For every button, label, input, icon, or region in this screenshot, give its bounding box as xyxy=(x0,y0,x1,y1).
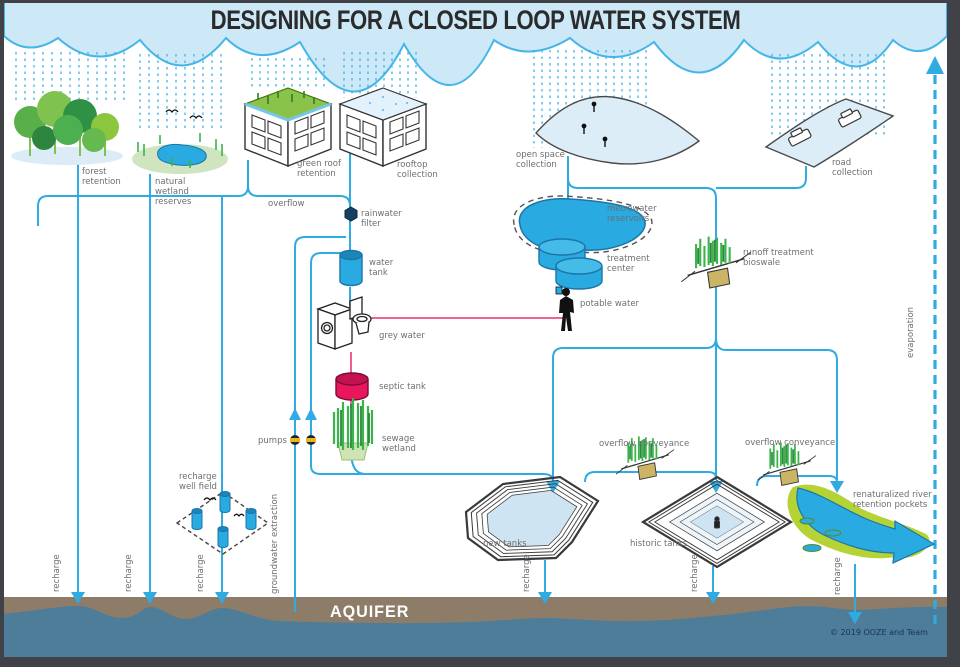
label-recharge-newtanks: recharge xyxy=(522,554,532,592)
green-roof-building xyxy=(243,87,333,168)
bird-icon xyxy=(203,497,217,501)
label-overflow-conveyance-1: overflow conveyance xyxy=(599,439,690,449)
car-icon xyxy=(788,127,812,147)
rooftop-collection-building xyxy=(338,87,428,168)
people-icons xyxy=(581,101,608,147)
water-cup-icon xyxy=(555,286,563,295)
wetland-illustration xyxy=(132,109,228,174)
sewage-wetland-illustration xyxy=(332,398,374,461)
label-evaporation: evaporation xyxy=(906,306,916,358)
label-recharge-river: recharge xyxy=(833,557,843,595)
building-windows xyxy=(251,110,325,156)
label-septic-tank: septic tank xyxy=(379,382,426,392)
clouds-illustration xyxy=(3,1,948,93)
greywater-appliances xyxy=(316,296,372,350)
label-historic-tanks: historic tanks xyxy=(630,539,688,549)
car-icon xyxy=(838,108,862,128)
flow-extraction-to-tank xyxy=(294,236,346,612)
person-in-tank-icon xyxy=(714,516,720,529)
recharge-arrow-icon xyxy=(143,592,157,604)
label-grey-water: grey water xyxy=(379,331,425,341)
label-recharge-wetland: recharge xyxy=(124,554,134,592)
bird-icon xyxy=(189,115,203,120)
label-recharge-wellfield: recharge xyxy=(196,554,206,592)
label-new-tanks: new tanks xyxy=(483,539,527,549)
pump-up-arrow-icon xyxy=(289,408,301,420)
pumps-icons xyxy=(290,435,316,445)
water-tank-illustration xyxy=(339,249,363,287)
label-green-roof-retention: green roof retention xyxy=(297,159,341,180)
potable-water-person xyxy=(555,286,574,331)
label-recharge-historic: recharge xyxy=(690,554,700,592)
label-groundwater-extraction: groundwater extraction xyxy=(270,493,280,594)
aquifer-band xyxy=(4,606,947,657)
label-natural-wetland-reserves: natural wetland reserves xyxy=(155,177,192,208)
label-renaturalized-river: renaturalized river retention pockets xyxy=(853,490,932,511)
label-sewage-wetland: sewage wetland xyxy=(382,434,416,455)
flow-branch-to-new-tanks xyxy=(552,337,717,480)
historic-tanks-illustration xyxy=(641,475,793,569)
label-runoff-treatment-bioswale: runoff treatment bioswale xyxy=(743,248,814,269)
renaturalized-river-illustration xyxy=(787,484,936,564)
recharge-well-field-illustration xyxy=(175,491,270,555)
label-aquifer: AQUIFER xyxy=(330,602,410,621)
bird-icon xyxy=(233,513,245,518)
flow-greenroof-overflow-left xyxy=(37,160,249,226)
label-overflow-conveyance-2: overflow conveyance xyxy=(745,438,836,448)
copyright-text: © 2019 OOZE and Team xyxy=(830,628,928,637)
forest-illustration xyxy=(11,91,123,165)
septic-tank-illustration xyxy=(335,372,369,401)
tank-inflow-arrow-icon xyxy=(709,481,723,493)
flow-arrows xyxy=(71,408,862,624)
rainwater-filter-icon xyxy=(344,206,358,222)
page-title: DESIGNING FOR A CLOSED LOOP WATER SYSTEM xyxy=(210,5,741,35)
flow-openspace-to-bioswale xyxy=(567,177,717,242)
recharge-arrow-icon xyxy=(706,592,720,604)
label-forest-retention: forest retention xyxy=(82,167,121,188)
flow-branch-to-river xyxy=(715,337,838,480)
label-potable-water: potable water xyxy=(580,299,640,309)
recharge-arrow-icon xyxy=(215,592,229,604)
evaporation-arrow-icon xyxy=(926,56,944,74)
page-background xyxy=(4,2,947,657)
label-recharge-forest: recharge xyxy=(52,554,62,592)
label-pumps: pumps xyxy=(258,436,287,446)
open-space-illustration xyxy=(535,95,701,165)
label-metrowater-reservoirs: metrowater reservoirs xyxy=(607,204,657,225)
flow-pumped-return xyxy=(310,252,346,466)
recharge-arrow-icon xyxy=(848,612,862,624)
river-inflow-arrow-icon xyxy=(830,481,844,493)
pump-up-arrow-icon xyxy=(305,408,317,420)
treatment-center-illustration xyxy=(538,238,603,290)
label-overflow: overflow xyxy=(268,199,305,209)
label-road-collection: road collection xyxy=(832,158,873,179)
road-illustration xyxy=(764,98,895,168)
flow-greenroof-overflow-right xyxy=(247,185,351,207)
recharge-arrow-icon xyxy=(71,592,85,604)
label-rainwater-filter: rainwater filter xyxy=(361,209,402,230)
label-water-tank: water tank xyxy=(369,258,394,279)
label-recharge-well-field: recharge well field xyxy=(179,472,217,493)
bird-icon xyxy=(165,109,179,114)
flow-road-to-bioswale xyxy=(716,166,807,189)
building-windows xyxy=(346,110,420,156)
recharge-arrow-icon xyxy=(538,592,552,604)
label-open-space-collection: open space collection xyxy=(516,150,565,171)
label-rooftop-collection: rooftop collection xyxy=(397,160,438,181)
river-arrow-icon xyxy=(796,487,936,564)
label-treatment-center: treatment center xyxy=(607,254,650,275)
